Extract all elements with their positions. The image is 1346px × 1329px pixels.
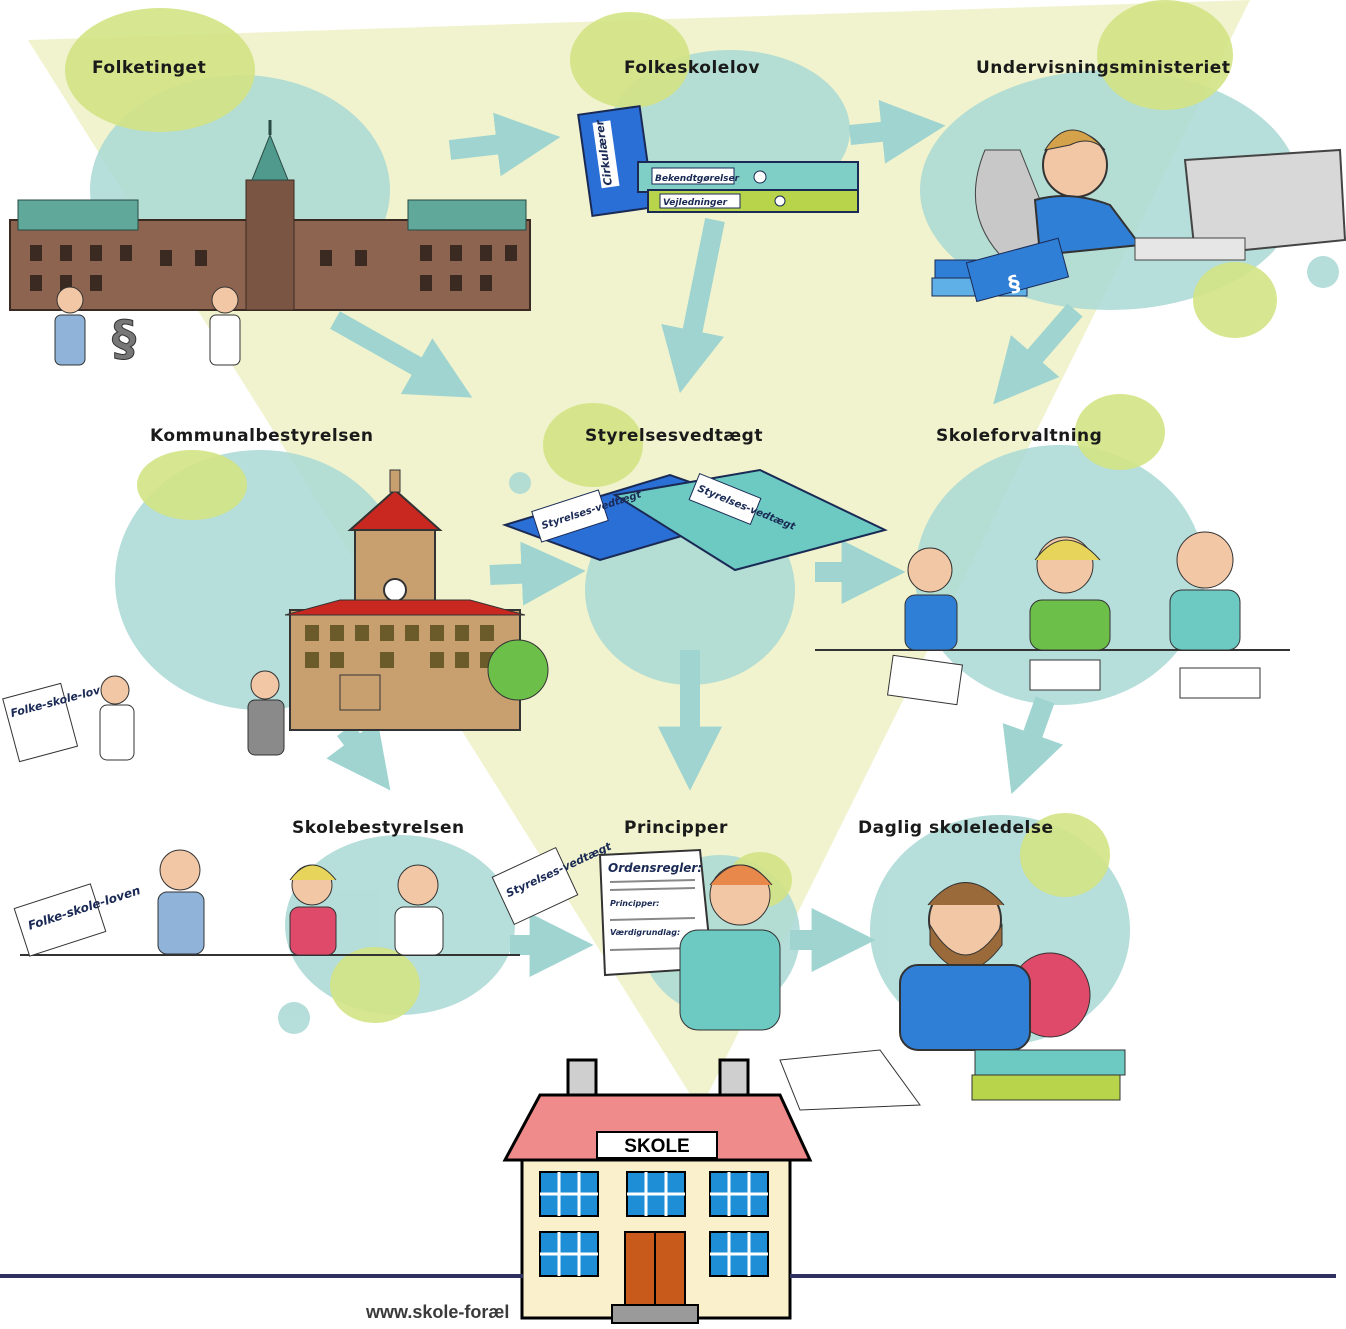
arrow-kommune-to-bestyrelse [326,720,391,791]
label-kommunalbestyrelsen: Kommunalbestyrelsen [150,426,374,446]
footer-rule-left [0,1274,523,1278]
parliament-building [9,120,531,311]
arrow-folketinget-to-lov [448,112,561,177]
school-sign: SKOLE [624,1136,689,1157]
label-skolebestyrelsen: Skolebestyrelsen [292,818,465,838]
svg-text:Værdigrundlag:: Værdigrundlag: [610,928,680,937]
green-circles [65,0,1277,1023]
label-daglig-skoleledelse: Daglig skoleledelse [858,818,1054,838]
footer-url[interactable]: www.skole-foræl [366,1302,510,1322]
arrow-forvaltning-to-ledelse [1002,696,1064,795]
label-folketinget: Folketinget [92,58,207,78]
principal-at-desk [779,882,1126,1111]
label-undervisningsministeriet: Undervisningsministeriet [976,58,1231,78]
label-skoleforvaltning: Skoleforvaltning [936,426,1103,446]
svg-text:Bekendtgørelser: Bekendtgørelser [655,174,740,184]
statute-books: Styrelses-vedtægt Styrelses-vedtægt [501,468,888,572]
svg-text:Vejledninger: Vejledninger [663,198,728,208]
label-styrelsesvedtaegt: Styrelsesvedtægt [585,426,763,446]
footer-rule-right [790,1274,1336,1278]
principles-poster: Ordensregler: Principper: Værdigrundlag: [598,848,781,1031]
administration-meeting [815,531,1290,706]
label-principper: Principper [624,818,728,838]
arrow-folketinget-to-kommune [330,311,473,398]
paragraph-sign: § [112,311,136,367]
flow-arrows [326,99,1083,978]
svg-text:Principper:: Principper: [610,899,660,908]
law-binders: Cirkulærer Bekendtgørelser Vejledninger [577,105,859,217]
arrow-lov-to-ministeriet [849,99,946,164]
arrow-ministeriet-to-forvaltning [993,303,1083,405]
arrow-kommune-to-vedtaegt [489,541,586,606]
arrow-lov-to-vedtaegt [661,218,725,394]
ministry-person-at-computer: § [931,129,1346,303]
label-folkeskolelov: Folkeskolelov [624,58,760,78]
politicians-figures: § [54,286,241,368]
svg-text:Ordensregler:: Ordensregler: [608,861,702,875]
town-hall [284,469,549,731]
school-house: SKOLE [502,1058,813,1324]
